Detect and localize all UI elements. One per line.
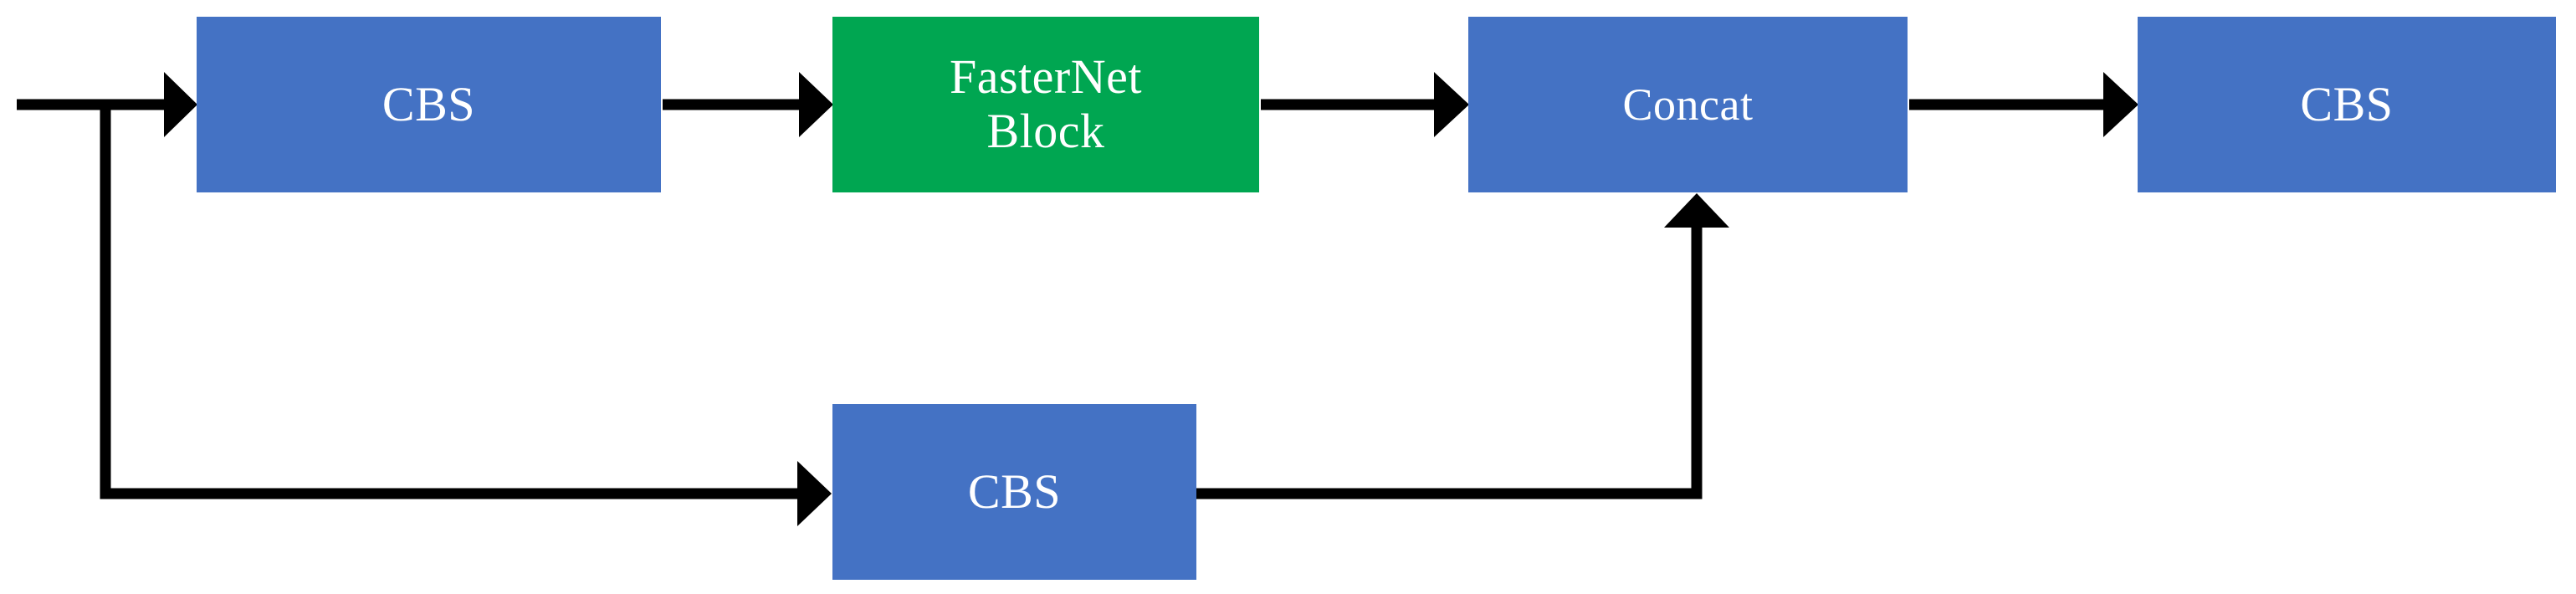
node-cbs-bottom-label: CBS: [967, 463, 1062, 519]
node-concat-label: Concat: [1622, 79, 1754, 130]
node-cbs-top[interactable]: CBS: [197, 17, 661, 192]
node-concat[interactable]: Concat: [1468, 17, 1908, 192]
node-cbs-right[interactable]: CBS: [2138, 17, 2556, 192]
edge-fasternet-to-concat: [1261, 72, 1469, 137]
node-fasternet-block-label: FasterNet Block: [950, 49, 1142, 158]
edge-input-to-cbs-top: [17, 72, 197, 137]
edge-cbs-top-to-fasternet: [663, 72, 833, 137]
edge-concat-to-cbs-right: [1909, 72, 2138, 137]
node-fasternet-block[interactable]: FasterNet Block: [832, 17, 1259, 192]
node-cbs-top-label: CBS: [382, 76, 476, 131]
edge-cbs-bottom-to-concat: [1196, 193, 1729, 499]
node-cbs-bottom[interactable]: CBS: [832, 404, 1196, 580]
node-cbs-right-label: CBS: [2300, 76, 2394, 131]
